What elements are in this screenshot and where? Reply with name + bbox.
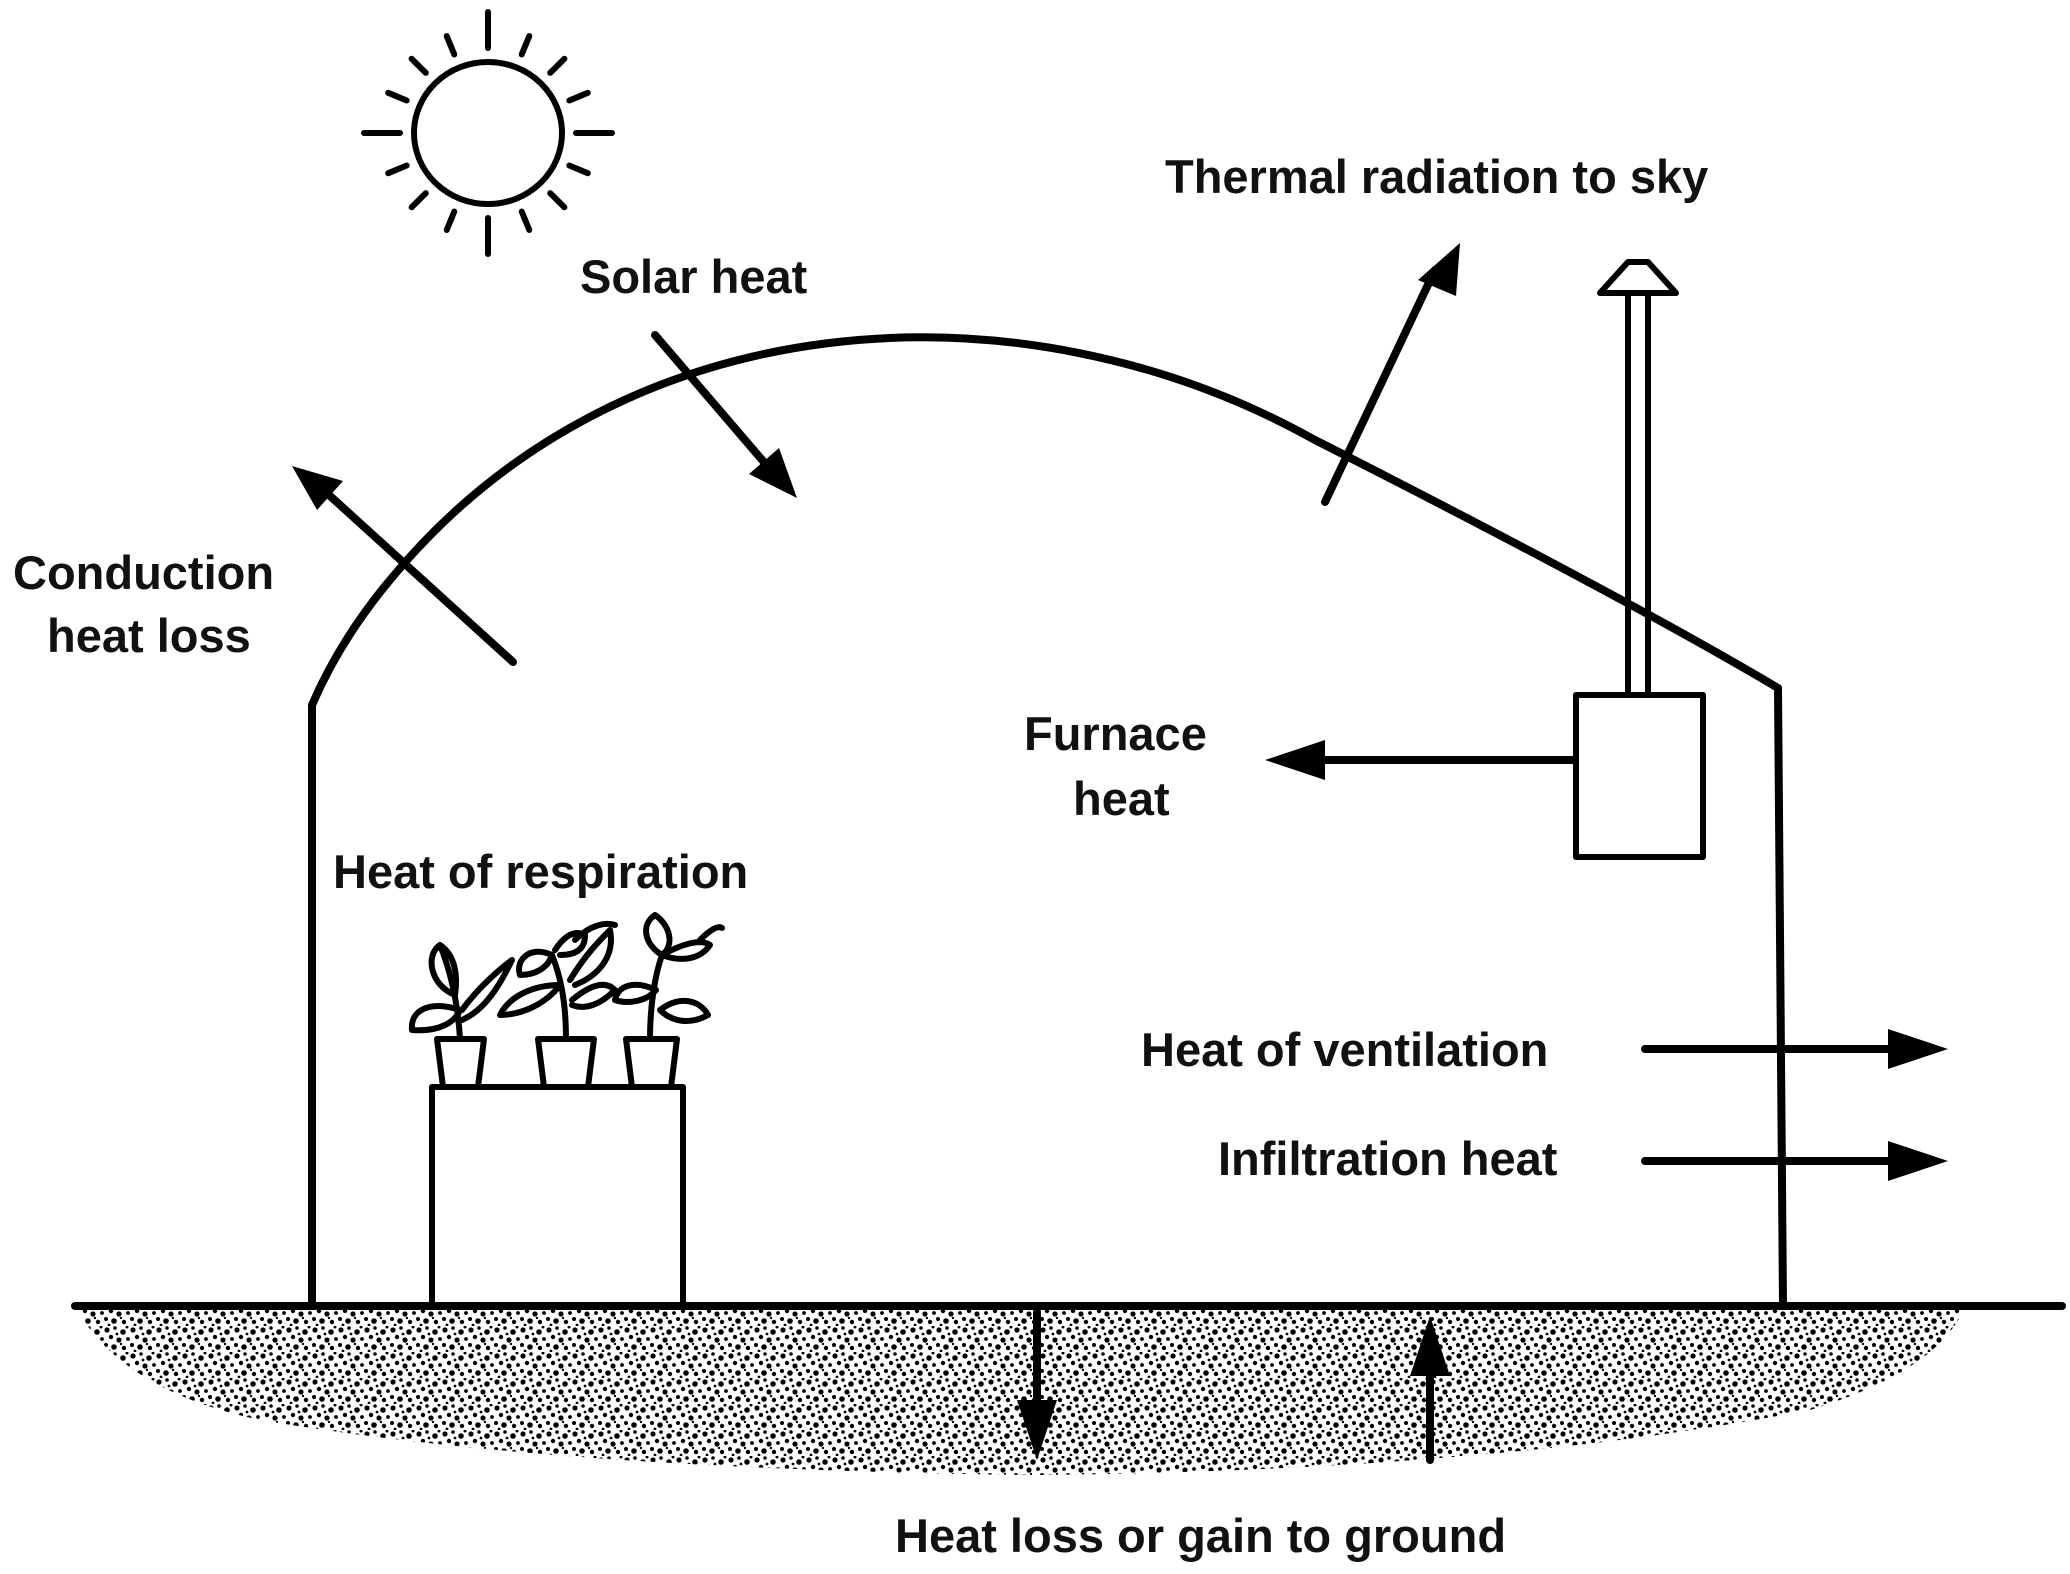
ground-gain-arrow [1410, 1316, 1450, 1464]
ground-loss-arrow [1017, 1308, 1057, 1460]
ventilation-label: Heat of ventilation [1141, 1023, 1548, 1076]
sun-ray [547, 55, 568, 76]
respiration-label: Heat of respiration [333, 845, 748, 898]
furnace-label-line2: heat [1073, 772, 1170, 825]
ground-label: Heat loss or gain to ground [895, 1509, 1506, 1562]
sun-ray [518, 33, 533, 58]
sun-ray [443, 208, 458, 233]
infiltration-arrow [1641, 1141, 1948, 1181]
sun-ray [547, 190, 568, 211]
thermal-radiation-arrow [1321, 243, 1460, 506]
conduction-heat-loss-arrow [292, 466, 517, 666]
conduction-label-line2: heat loss [47, 609, 251, 662]
chimney-icon [1597, 259, 1679, 698]
furnace-label-line1: Furnace [1024, 707, 1207, 760]
sun-ray [385, 162, 410, 177]
ventilation-arrow [1641, 1029, 1948, 1069]
greenhouse-frame [308, 333, 1787, 1310]
sun-ray [566, 89, 591, 104]
sun-ray [408, 190, 429, 211]
plant-bench [429, 1084, 686, 1309]
sun-ray [518, 208, 533, 233]
furnace-icon [1573, 692, 1706, 860]
infiltration-label: Infiltration heat [1218, 1132, 1558, 1185]
sun-ray [566, 162, 591, 177]
sun-icon [361, 9, 615, 257]
plant-icon [408, 912, 725, 1090]
sun-ray [443, 33, 458, 58]
soil [75, 1306, 1965, 1475]
solar-heat-label: Solar heat [580, 250, 808, 303]
sun-ray [385, 89, 410, 104]
furnace-heat-arrow [1265, 740, 1576, 780]
thermal-radiation-label: Thermal radiation to sky [1165, 150, 1708, 203]
sun-ray [408, 55, 429, 76]
solar-heat-arrow [651, 331, 797, 498]
conduction-label-line1: Conduction [13, 546, 274, 599]
